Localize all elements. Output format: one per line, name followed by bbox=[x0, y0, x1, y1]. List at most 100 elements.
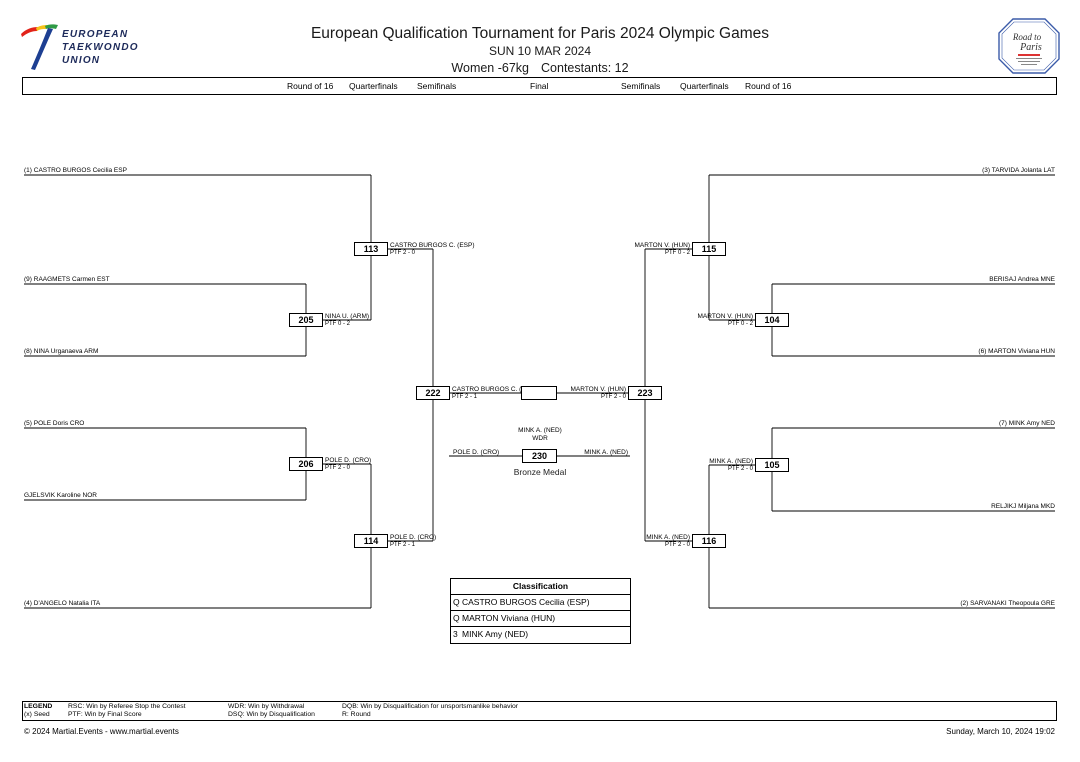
logo-text-line: TAEKWONDO bbox=[62, 42, 139, 53]
match-number-box: 104 bbox=[755, 313, 789, 327]
round-label: Quarterfinals bbox=[680, 81, 729, 91]
match-score: PTF 2 - 0 bbox=[727, 465, 753, 472]
match-winner: NINA U. (ARM) bbox=[325, 312, 370, 320]
match-number-box: 114 bbox=[354, 534, 388, 548]
badge-decor-bar bbox=[1018, 54, 1040, 56]
badge-text-line: Road to bbox=[1012, 32, 1042, 42]
classification-rank: Q bbox=[453, 613, 460, 623]
match-score: PTF 0 - 2 bbox=[664, 249, 690, 256]
legend-entry: DSQ: Win by Disqualification bbox=[228, 711, 315, 718]
athlete-name: (2) SARVANAKI Theopoula GRE bbox=[960, 600, 1055, 607]
athlete-name: (3) TARVIDA Jolanta LAT bbox=[982, 167, 1055, 174]
bronze-right-athlete: MINK A. (NED) bbox=[584, 448, 628, 456]
match-number-box: 222 bbox=[416, 386, 450, 400]
legend-entry: WDR: Win by Withdrawal bbox=[228, 702, 305, 710]
classification-rank: 3 bbox=[453, 629, 458, 639]
footer-timestamp: Sunday, March 10, 2024 19:02 bbox=[946, 727, 1055, 736]
legend-box bbox=[22, 701, 1057, 721]
legend-title: LEGEND bbox=[24, 702, 53, 710]
match-winner: MINK A. (NED) bbox=[646, 533, 690, 541]
badge-decor-bar bbox=[1016, 58, 1042, 59]
athlete-name: (6) MARTON Viviana HUN bbox=[978, 348, 1055, 355]
legend-entry: DQB: Win by Disqualification for unsport… bbox=[342, 702, 519, 710]
legend-entry: R: Round bbox=[342, 711, 371, 718]
match-score: PTF 0 - 2 bbox=[325, 320, 351, 327]
match-number-box: 206 bbox=[289, 457, 323, 471]
athlete-name: GJELSVIK Karoline NOR bbox=[24, 492, 97, 499]
match-number-box: 116 bbox=[692, 534, 726, 548]
logo-swoosh-yellow bbox=[36, 25, 47, 31]
athlete-name: (7) MINK Amy NED bbox=[999, 420, 1055, 427]
classification-rank: Q bbox=[453, 597, 460, 607]
footer-copyright: © 2024 Martial.Events - www.martial.even… bbox=[24, 727, 179, 736]
match-winner: MINK A. (NED) bbox=[709, 457, 753, 465]
match-number-box: 205 bbox=[289, 313, 323, 327]
athlete-name: RELJIKJ Miljana MKD bbox=[991, 503, 1055, 510]
bronze-left-athlete: POLE D. (CRO) bbox=[453, 448, 500, 456]
match-winner: CASTRO BURGOS C. (E bbox=[452, 385, 526, 393]
logo-swoosh-red bbox=[21, 27, 38, 37]
category-line: Women -67kg Contestants: 12 bbox=[0, 60, 1080, 76]
logo-text-line: EUROPEAN bbox=[62, 29, 128, 40]
athlete-name: (4) D'ANGELO Natalia ITA bbox=[24, 600, 101, 607]
bronze-match-box: 230 bbox=[522, 449, 557, 463]
round-label: Quarterfinals bbox=[349, 81, 398, 91]
round-label: Round of 16 bbox=[745, 81, 792, 91]
athlete-name: (8) NINA Urganaeva ARM bbox=[24, 348, 99, 355]
round-label: Final bbox=[530, 81, 549, 91]
legend-entry: PTF: Win by Final Score bbox=[68, 711, 142, 718]
round-label: Semifinals bbox=[621, 81, 661, 91]
legend-entry: (x) Seed bbox=[24, 711, 50, 718]
match-score: PTF 2 - 0 bbox=[664, 541, 690, 548]
weight-category: Women -67kg bbox=[451, 61, 530, 75]
athlete-name: (1) CASTRO BURGOS Cecilia ESP bbox=[24, 167, 127, 174]
match-score: PTF 2 - 1 bbox=[452, 393, 478, 400]
classification-athlete: MINK Amy (NED) bbox=[462, 629, 529, 639]
match-score: PTF 2 - 0 bbox=[600, 393, 626, 400]
badge-text-line: Paris bbox=[1019, 42, 1042, 53]
classification-athlete: MARTON Viviana (HUN) bbox=[462, 613, 556, 623]
logo-text-line: UNION bbox=[62, 55, 100, 66]
athlete-name: BERISAJ Andrea MNE bbox=[989, 276, 1055, 283]
classification-athlete: CASTRO BURGOS Cecilia (ESP) bbox=[462, 597, 590, 607]
match-number-box: 115 bbox=[692, 242, 726, 256]
athlete-name: (9) RAAGMETS Carmen EST bbox=[24, 276, 110, 283]
final-match-box bbox=[521, 386, 557, 400]
logo-swoosh-green bbox=[45, 24, 58, 29]
match-score: PTF 0 - 2 bbox=[727, 320, 753, 327]
badge-outer-border bbox=[998, 18, 1060, 74]
match-winner: MARTON V. (HUN) bbox=[634, 241, 691, 249]
bronze-result: WDR bbox=[532, 435, 548, 442]
contestant-count: Contestants: 12 bbox=[541, 61, 629, 75]
match-number-box: 223 bbox=[628, 386, 662, 400]
round-header-bar bbox=[22, 77, 1057, 95]
classification-row: 3 MINK Amy (NED) bbox=[451, 627, 630, 643]
match-number-box: 105 bbox=[755, 458, 789, 472]
badge-decor-bar bbox=[1018, 61, 1040, 62]
page-title: European Qualification Tournament for Pa… bbox=[310, 25, 770, 42]
match-winner: MARTON V. (HUN) bbox=[697, 312, 754, 320]
match-score: PTF 2 - 1 bbox=[390, 541, 416, 548]
logo-swoosh-blue bbox=[31, 28, 53, 70]
legend-entry: RSC: Win by Referee Stop the Contest bbox=[68, 702, 186, 710]
match-winner: CASTRO BURGOS C. (ESP) bbox=[390, 241, 475, 249]
bronze-medal-label: Bronze Medal bbox=[513, 467, 567, 477]
round-label: Round of 16 bbox=[287, 81, 334, 91]
match-winner: POLE D. (CRO) bbox=[390, 533, 437, 541]
match-winner: POLE D. (CRO) bbox=[325, 456, 372, 464]
badge-decor-bar bbox=[1021, 64, 1037, 65]
left-bracket-lines bbox=[24, 174, 521, 609]
classification-title: Classification bbox=[451, 579, 630, 595]
event-date: SUN 10 MAR 2024 bbox=[488, 44, 592, 58]
match-number-box: 113 bbox=[354, 242, 388, 256]
round-label: Semifinals bbox=[417, 81, 457, 91]
athlete-name: (5) POLE Doris CRO bbox=[24, 420, 85, 427]
etu-logo: EUROPEAN TAEKWONDO UNION bbox=[21, 24, 139, 70]
bronze-winner: MINK A. (NED) bbox=[518, 427, 562, 434]
badge-inner-border bbox=[1001, 21, 1057, 71]
match-score: PTF 2 - 0 bbox=[325, 464, 351, 471]
